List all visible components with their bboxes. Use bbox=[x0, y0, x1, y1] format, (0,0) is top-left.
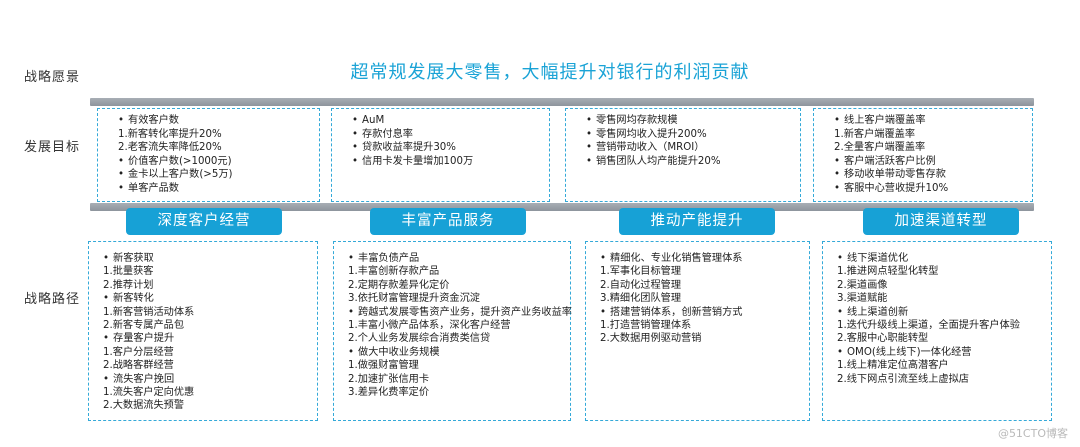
bullet-item: OMO(线上线下)一体化经营 bbox=[837, 346, 1051, 359]
top-divider-bar bbox=[90, 98, 1034, 106]
bullet-item: 贷款收益率提升30% bbox=[352, 141, 549, 155]
bullet-item: 线下渠道优化 bbox=[837, 252, 1051, 265]
bullet-item: 线上渠道创新 bbox=[837, 306, 1051, 319]
row-label-vision: 战略愿景 bbox=[24, 70, 81, 85]
sub-item: 1.迭代升级线上渠道，全面提升客户体验 bbox=[837, 320, 1020, 332]
sub-item: 2.大数据用例驱动营销 bbox=[600, 333, 702, 345]
sub-item: 2.战略客群经营 bbox=[103, 360, 174, 372]
sub-item: 1.军事化目标管理 bbox=[600, 266, 682, 278]
sub-item: 2.定期存款差异化定价 bbox=[348, 279, 450, 291]
sub-item: 1.流失客户定向优惠 bbox=[103, 387, 195, 399]
bullet-item: 搭建营销体系，创新营销方式 bbox=[600, 306, 809, 319]
bullet-item: 移动收单带动零售存款 bbox=[834, 168, 1032, 182]
sub-item: 2.线下网点引流至线上虚拟店 bbox=[837, 373, 969, 385]
bullet-item: 零售网均存款规模 bbox=[586, 114, 800, 128]
bullet-item: 存款付息率 bbox=[352, 128, 549, 142]
sub-item: 1.线上精准定位高潜客户 bbox=[837, 360, 949, 372]
row-label-goals: 发展目标 bbox=[24, 140, 81, 155]
bullet-item: 零售网均收入提升200% bbox=[586, 128, 800, 142]
pillar-customer-operation: 深度客户经营 bbox=[126, 208, 282, 235]
bottom-divider-bar bbox=[90, 203, 1034, 211]
bullet-item: 客服中心营收提升10% bbox=[834, 182, 1032, 196]
sub-item: 1.推进网点轻型化转型 bbox=[837, 266, 939, 278]
sub-item: 2.推荐计划 bbox=[103, 279, 154, 291]
bullet-item: 精细化、专业化销售管理体系 bbox=[600, 252, 809, 265]
sub-item: 1.新客转化率提升20% bbox=[118, 128, 222, 140]
sub-item: 3.依托财富管理提升资金沉淀 bbox=[348, 293, 480, 305]
pillar-product-service: 丰富产品服务 bbox=[370, 208, 526, 235]
sub-item: 2.加速扩张信用卡 bbox=[348, 373, 430, 385]
pillar-productivity: 推动产能提升 bbox=[619, 208, 775, 235]
bullet-item: 流失客户挽回 bbox=[103, 373, 317, 386]
goal-box-2: AuM存款付息率贷款收益率提升30%信用卡发卡量增加100万 bbox=[331, 108, 550, 202]
bullet-item: 存量客户提升 bbox=[103, 332, 317, 345]
sub-item: 1.丰富小微产品体系，深化客户经营 bbox=[348, 320, 511, 332]
sub-item: 2.全量客户端覆盖率 bbox=[834, 142, 926, 153]
bullet-item: 客户端活跃客户比例 bbox=[834, 155, 1032, 169]
pillar-channel-transformation: 加速渠道转型 bbox=[863, 208, 1019, 235]
bullet-item: 价值客户数(>1000元) bbox=[118, 155, 319, 169]
vision-statement: 超常规发展大零售，大幅提升对银行的利润贡献 bbox=[350, 62, 750, 83]
row-label-paths: 战略路径 bbox=[24, 292, 81, 307]
sub-item: 1.新客户端覆盖率 bbox=[834, 128, 916, 140]
bullet-item: 做大中收业务规模 bbox=[348, 346, 570, 359]
sub-item: 2.个人业务发展综合消费类信贷 bbox=[348, 333, 491, 345]
bullet-item: 有效客户数 bbox=[118, 114, 319, 128]
sub-item: 3.差异化费率定价 bbox=[348, 387, 430, 399]
sub-item: 1.客户分层经营 bbox=[103, 346, 174, 358]
sub-item: 2.自动化过程管理 bbox=[600, 279, 682, 291]
sub-item: 2.客服中心职能转型 bbox=[837, 333, 929, 345]
bullet-item: 跨越式发展零售资产业务，提升资产业务收益率 bbox=[348, 306, 572, 319]
sub-item: 1.做强财富管理 bbox=[348, 360, 419, 372]
bullet-item: 丰富负债产品 bbox=[348, 252, 570, 265]
sub-item: 1.新客营销活动体系 bbox=[103, 306, 195, 318]
sub-item: 3.精细化团队管理 bbox=[600, 293, 682, 305]
bullet-item: 新客获取 bbox=[103, 252, 317, 265]
sub-item: 2.大数据流失预警 bbox=[103, 400, 185, 412]
bullet-item: 营销带动收入（MROI） bbox=[586, 141, 800, 155]
goal-box-3: 零售网均存款规模零售网均收入提升200%营销带动收入（MROI）销售团队人均产能… bbox=[565, 108, 801, 202]
sub-item: 1.批量获客 bbox=[103, 266, 154, 278]
bullet-item: 金卡以上客户数(>5万) bbox=[118, 168, 319, 182]
sub-item: 3.渠道赋能 bbox=[837, 293, 888, 305]
bullet-item: 单客产品数 bbox=[118, 182, 319, 196]
bullet-item: 线上客户端覆盖率 bbox=[834, 114, 1032, 128]
watermark: @51CTO博客 bbox=[997, 427, 1068, 440]
bullet-item: 新客转化 bbox=[103, 292, 317, 305]
sub-item: 2.老客流失率降低20% bbox=[118, 142, 222, 153]
bullet-item: AuM bbox=[352, 114, 549, 128]
bullet-item: 销售团队人均产能提升20% bbox=[586, 155, 800, 169]
bullet-item: 信用卡发卡量增加100万 bbox=[352, 155, 549, 169]
sub-item: 2.渠道画像 bbox=[837, 279, 888, 291]
sub-item: 1.丰富创新存款产品 bbox=[348, 266, 440, 278]
sub-item: 2.新客专属产品包 bbox=[103, 320, 185, 332]
sub-item: 1.打造营销管理体系 bbox=[600, 320, 692, 332]
